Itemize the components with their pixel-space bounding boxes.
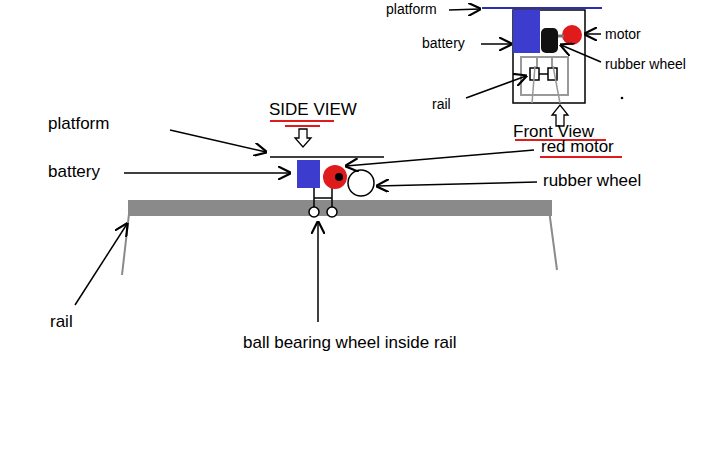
callout-label: battery [48,162,100,182]
leader-line [553,66,560,103]
wheel-post [314,197,332,199]
leader-line [124,172,290,174]
leader-line [532,66,535,103]
callout-label: rail [432,96,451,112]
rail-leg [122,205,130,275]
callout-label: battery [422,35,465,51]
leader-line [377,182,537,186]
callout-label: red motor [541,137,614,157]
dot [621,97,624,100]
rail-section [521,57,568,95]
motor-circle [562,25,582,45]
underline [285,125,320,127]
motor-shaft [558,35,564,38]
underline [270,120,334,122]
leader-line [449,9,480,10]
underline [540,156,622,158]
leader-line [585,33,601,35]
leader-line [170,130,266,152]
leader-line [317,222,319,322]
callout-label: ball bearing wheel inside rail [243,333,465,353]
leader-line [561,45,601,62]
rubber-wheel [541,28,558,53]
platform-line [482,7,602,9]
axle [536,57,538,68]
leader-line [481,43,511,45]
leader-line [466,76,526,98]
callout-label: rail [50,312,73,332]
callout-label: platform [386,1,437,17]
rail-bar [128,200,552,216]
platform-line [270,156,384,158]
callout-label: platform [48,114,109,134]
bearing-wheel [309,207,319,217]
callout-label: SIDE VIEW [269,100,357,120]
battery-block [513,10,540,53]
rail-leg [549,210,557,270]
axle [539,73,548,75]
view-arrow [295,129,311,147]
rubber-wheel [348,170,374,196]
callout-label: motor [605,26,641,42]
leader-line [346,150,534,166]
leader-line [75,224,127,305]
motor-shaft [335,173,343,181]
callout-label: rubber wheel [605,56,686,72]
bearing-wheel [327,207,337,217]
motor-circle [323,165,347,189]
frame-outline [513,10,585,103]
callout-label: rubber wheel [543,171,641,191]
battery-block [297,160,320,188]
